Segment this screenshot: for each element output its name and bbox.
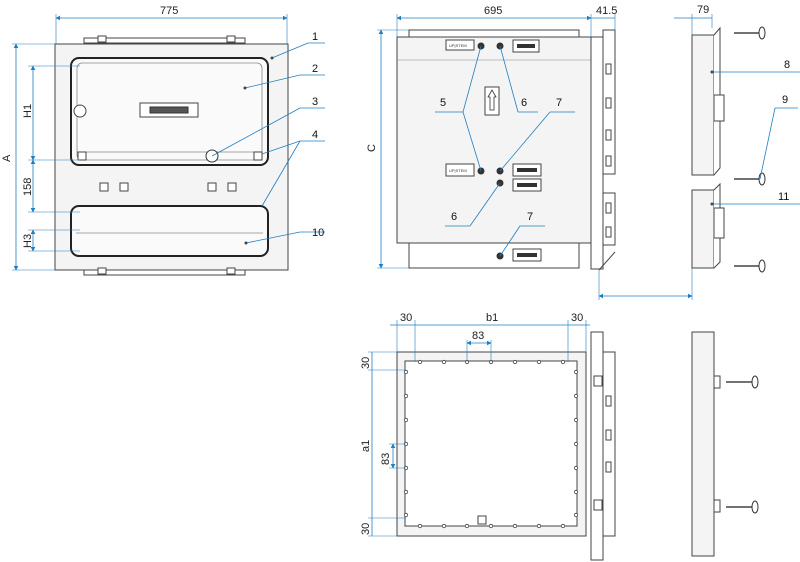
dim-back-pitch-top: 83: [472, 330, 484, 342]
screw-icon: [734, 26, 766, 40]
module-mid: [445, 163, 475, 177]
bottom-clip-right: [226, 267, 236, 275]
profile-upper: [691, 34, 715, 176]
dim-back-bottom-margin: 30: [360, 523, 372, 535]
knockout-3: [207, 182, 217, 192]
knockout-1: [99, 182, 109, 192]
screw-icon: [726, 500, 759, 514]
dim-back-width-label: b1: [486, 312, 498, 324]
dim-back-right-margin: 30: [571, 312, 583, 324]
back-profile-view: [691, 331, 759, 557]
dim-back-top-margin: 30: [360, 357, 372, 369]
callout-6-top: 6: [521, 97, 527, 109]
side-bottom-plate: [408, 242, 580, 269]
callout-3: 3: [312, 96, 318, 108]
hole-col-right: [573, 369, 579, 518]
side-flange: [590, 36, 604, 270]
dim-height-label: A: [1, 154, 13, 162]
back-frame: [404, 360, 578, 527]
dim-side-width-label: 695: [484, 5, 502, 17]
callout-2: 2: [312, 63, 318, 75]
lock-left: [73, 104, 87, 118]
callout-6-bottom: 6: [451, 211, 457, 223]
dim-profile-width-label: 79: [697, 4, 709, 16]
dim-back-height-label: a1: [360, 440, 372, 452]
callout-5: 5: [440, 97, 446, 109]
callout-1: 1: [312, 31, 318, 43]
profile-view: 8 9 11 79: [598, 4, 800, 300]
top-clip-left: [97, 35, 107, 43]
side-top-plate: [408, 29, 580, 38]
profile-lower: [691, 189, 715, 269]
module-top: [445, 39, 475, 51]
dim-depth-label: 41.5: [596, 5, 617, 17]
top-rail: [83, 37, 246, 44]
din-rail-bar: [149, 106, 189, 114]
hinge-right: [253, 151, 263, 161]
screw-icon: [734, 259, 766, 273]
bottom-clip-left: [97, 267, 107, 275]
callout-7-top: 7: [556, 97, 562, 109]
dim-gap-label: 158: [22, 178, 34, 196]
side-view: UP|STEM UP|STEM 5 6 7 6: [366, 5, 617, 271]
callout-11: 11: [778, 191, 789, 203]
dim-width-label: 775: [160, 5, 178, 17]
dim-h3-label: H3: [22, 234, 34, 248]
dim-h1-label: H1: [22, 104, 34, 118]
back-profile-body: [691, 331, 715, 557]
bottom-rail: [83, 269, 246, 276]
module-top-text: UP|STEM: [449, 43, 467, 48]
lower-cover: [70, 205, 269, 257]
dim-back-pitch-side: 83: [380, 453, 392, 465]
hole-row-bottom: [417, 523, 566, 529]
side-body: [396, 36, 592, 244]
hinge-left: [77, 151, 87, 161]
callout-9: 9: [782, 94, 788, 106]
knockout-2: [119, 182, 129, 192]
dim-back-left-margin: 30: [400, 312, 412, 324]
front-view: 775 A H1 158 H3 1 2 3 4: [1, 5, 325, 276]
callout-7-bottom: 7: [527, 211, 533, 223]
screw-icon: [726, 375, 759, 389]
dim-side-height-label: C: [366, 144, 378, 152]
callout-10: 10: [312, 227, 324, 239]
back-flange: [590, 331, 604, 561]
callout-8: 8: [784, 59, 790, 71]
up-arrow-icon: [487, 89, 497, 111]
knockout-4: [227, 182, 237, 192]
top-clip-right: [226, 35, 236, 43]
callout-4: 4: [312, 129, 318, 141]
hole-col-left: [403, 369, 409, 518]
module-mid-text: UP|STEM: [449, 168, 467, 173]
back-view: 30 b1 30 83 30 a1 30 83: [360, 312, 616, 561]
